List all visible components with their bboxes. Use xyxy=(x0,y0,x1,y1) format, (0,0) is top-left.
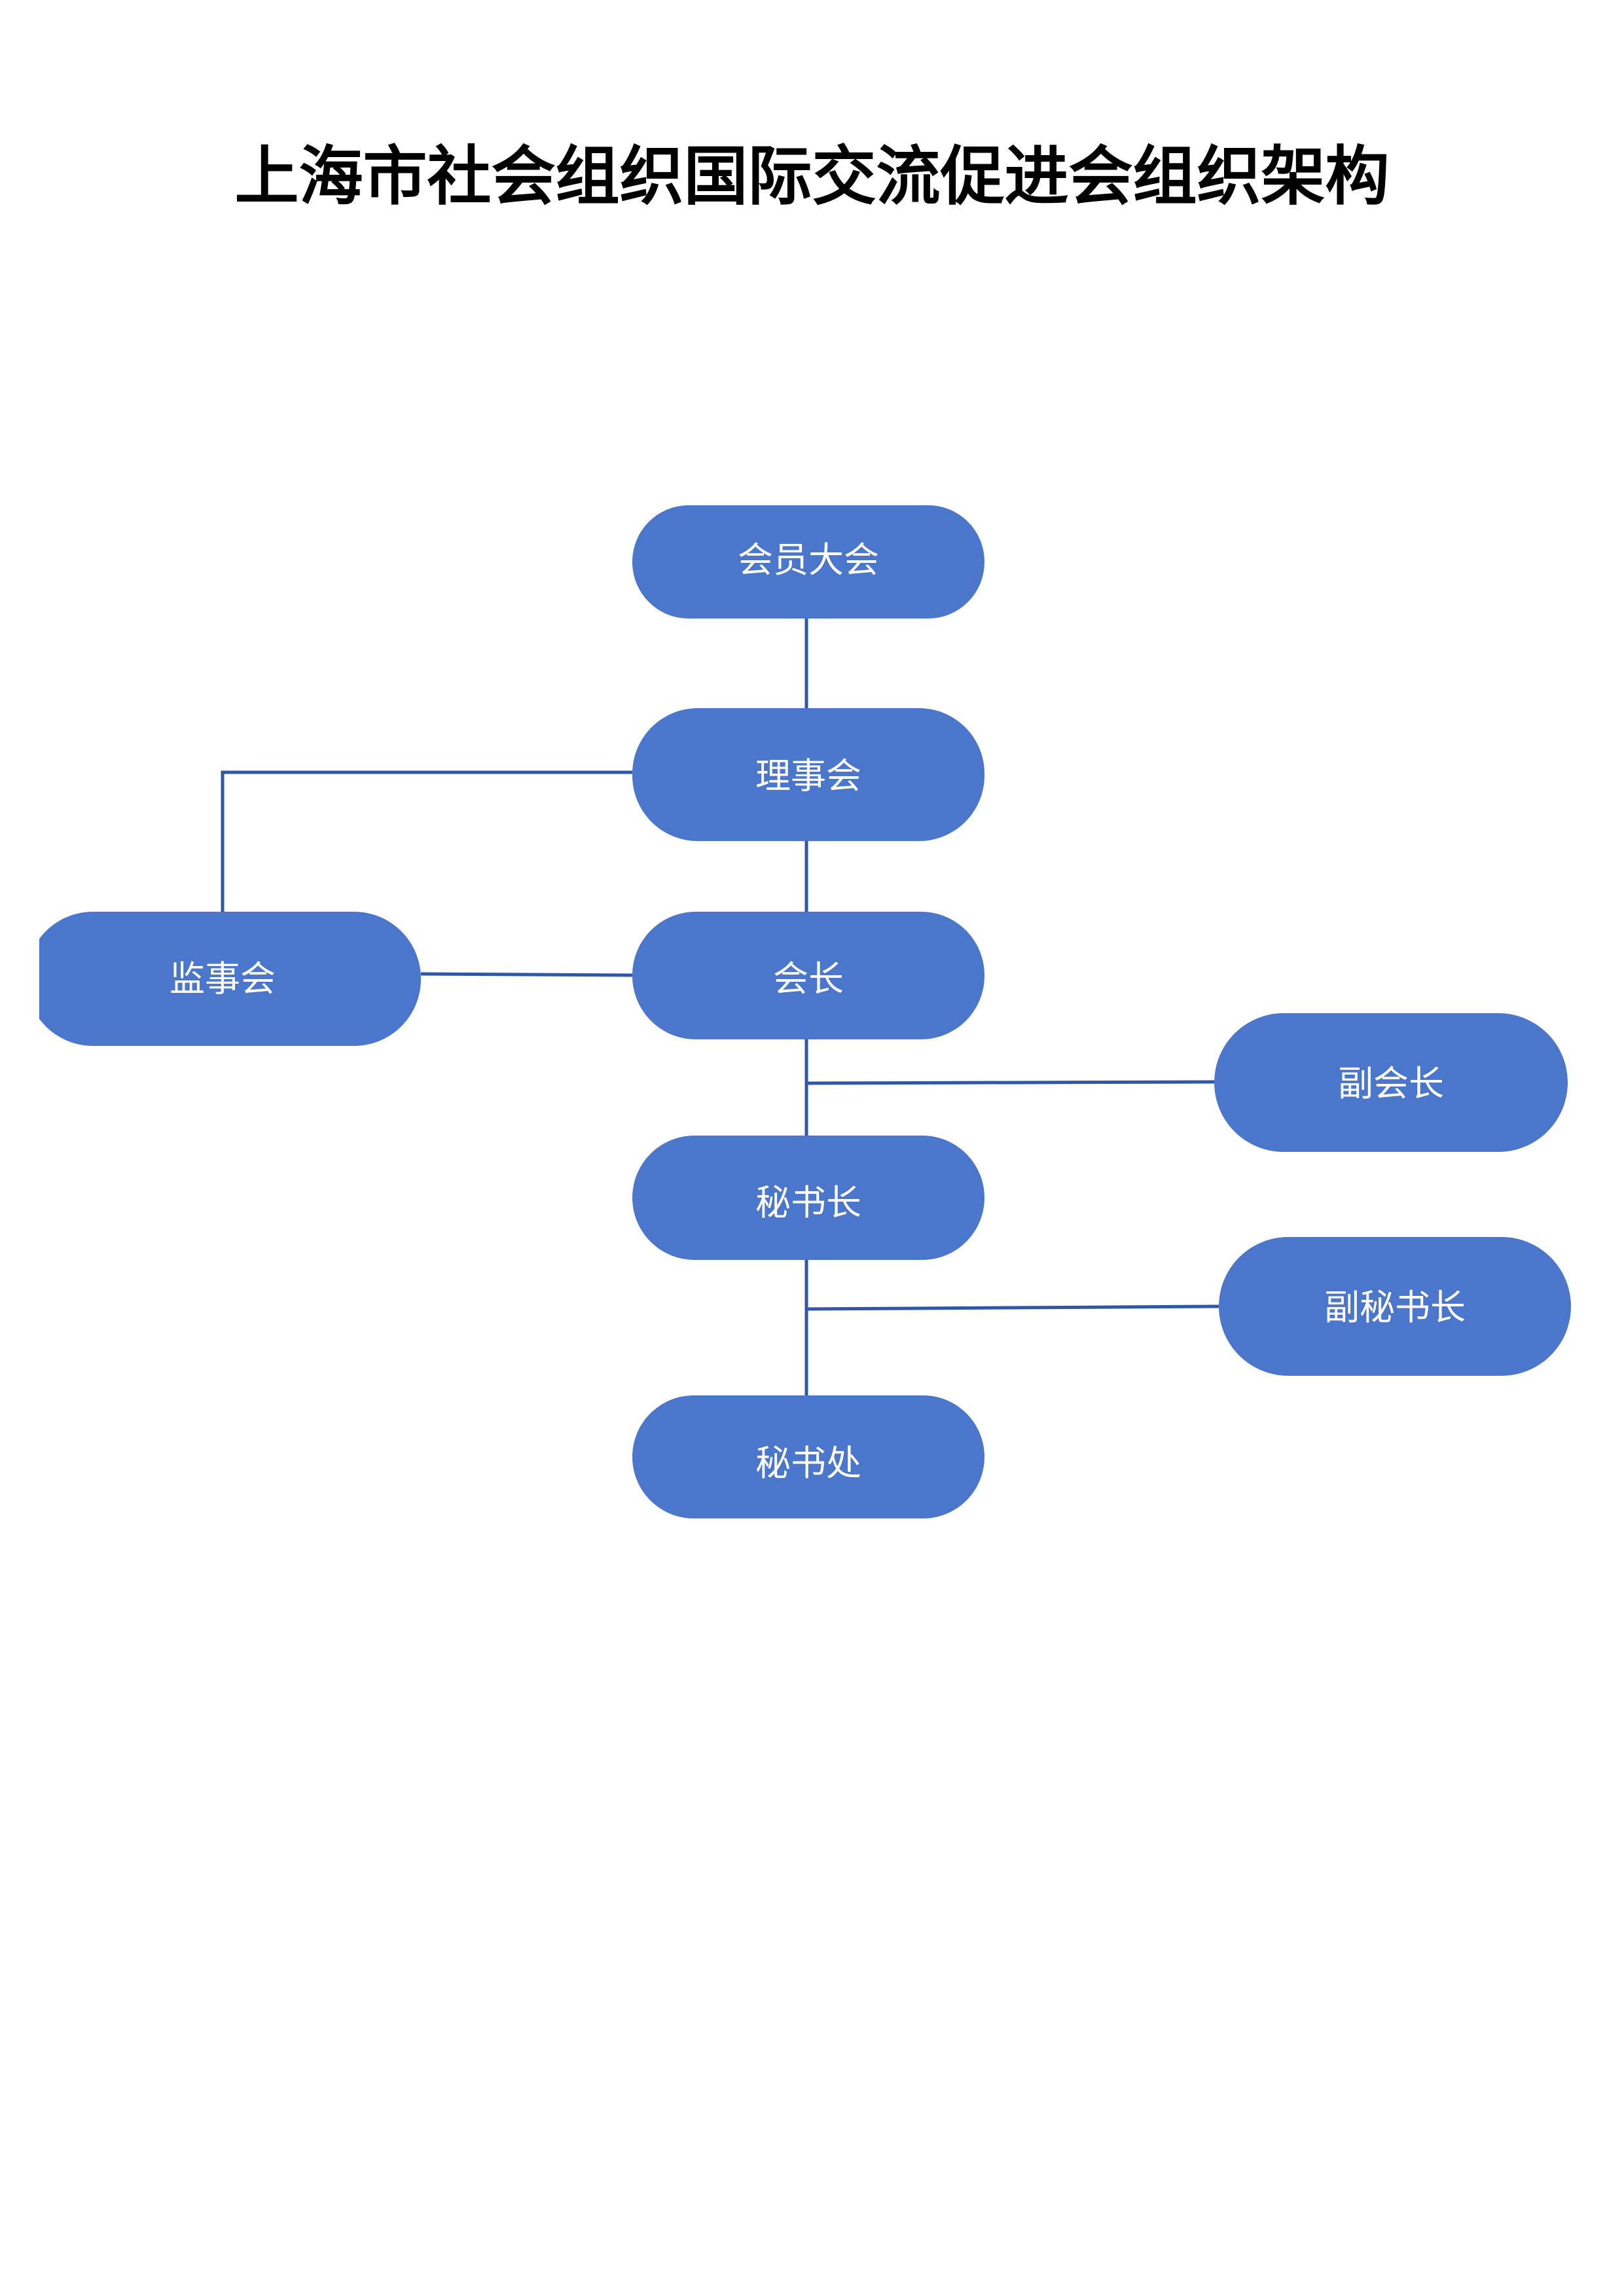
node-secretary-general: 秘书长 xyxy=(632,1136,984,1260)
connectors xyxy=(221,619,1219,1395)
node-members-assembly: 会员大会 xyxy=(632,505,984,619)
node-label: 会员大会 xyxy=(738,539,879,581)
node-vice-president: 副会长 xyxy=(1214,1013,1568,1152)
connector-supervisory-to-president xyxy=(420,972,633,977)
node-label: 监事会 xyxy=(170,958,276,999)
node-label: 副秘书长 xyxy=(1324,1287,1466,1328)
node-label: 秘书长 xyxy=(755,1182,861,1223)
node-label: 会长 xyxy=(773,958,844,999)
node-president: 会长 xyxy=(632,912,984,1039)
node-council: 理事会 xyxy=(632,708,984,841)
node-supervisory-board: 监事会 xyxy=(39,912,421,1046)
node-deputy-secretary-general: 副秘书长 xyxy=(1219,1237,1571,1376)
connector-council-to-supervisory xyxy=(221,770,632,912)
connector-secretary-to-deputy xyxy=(806,1304,1219,1311)
node-label: 副会长 xyxy=(1338,1063,1444,1104)
connector-president-to-vice-president xyxy=(806,1080,1215,1085)
node-secretariat: 秘书处 xyxy=(632,1395,984,1518)
node-label: 理事会 xyxy=(755,755,861,797)
page-title: 上海市社会组织国际交流促进会组织架构 xyxy=(234,139,1390,214)
node-label: 秘书处 xyxy=(755,1443,861,1484)
